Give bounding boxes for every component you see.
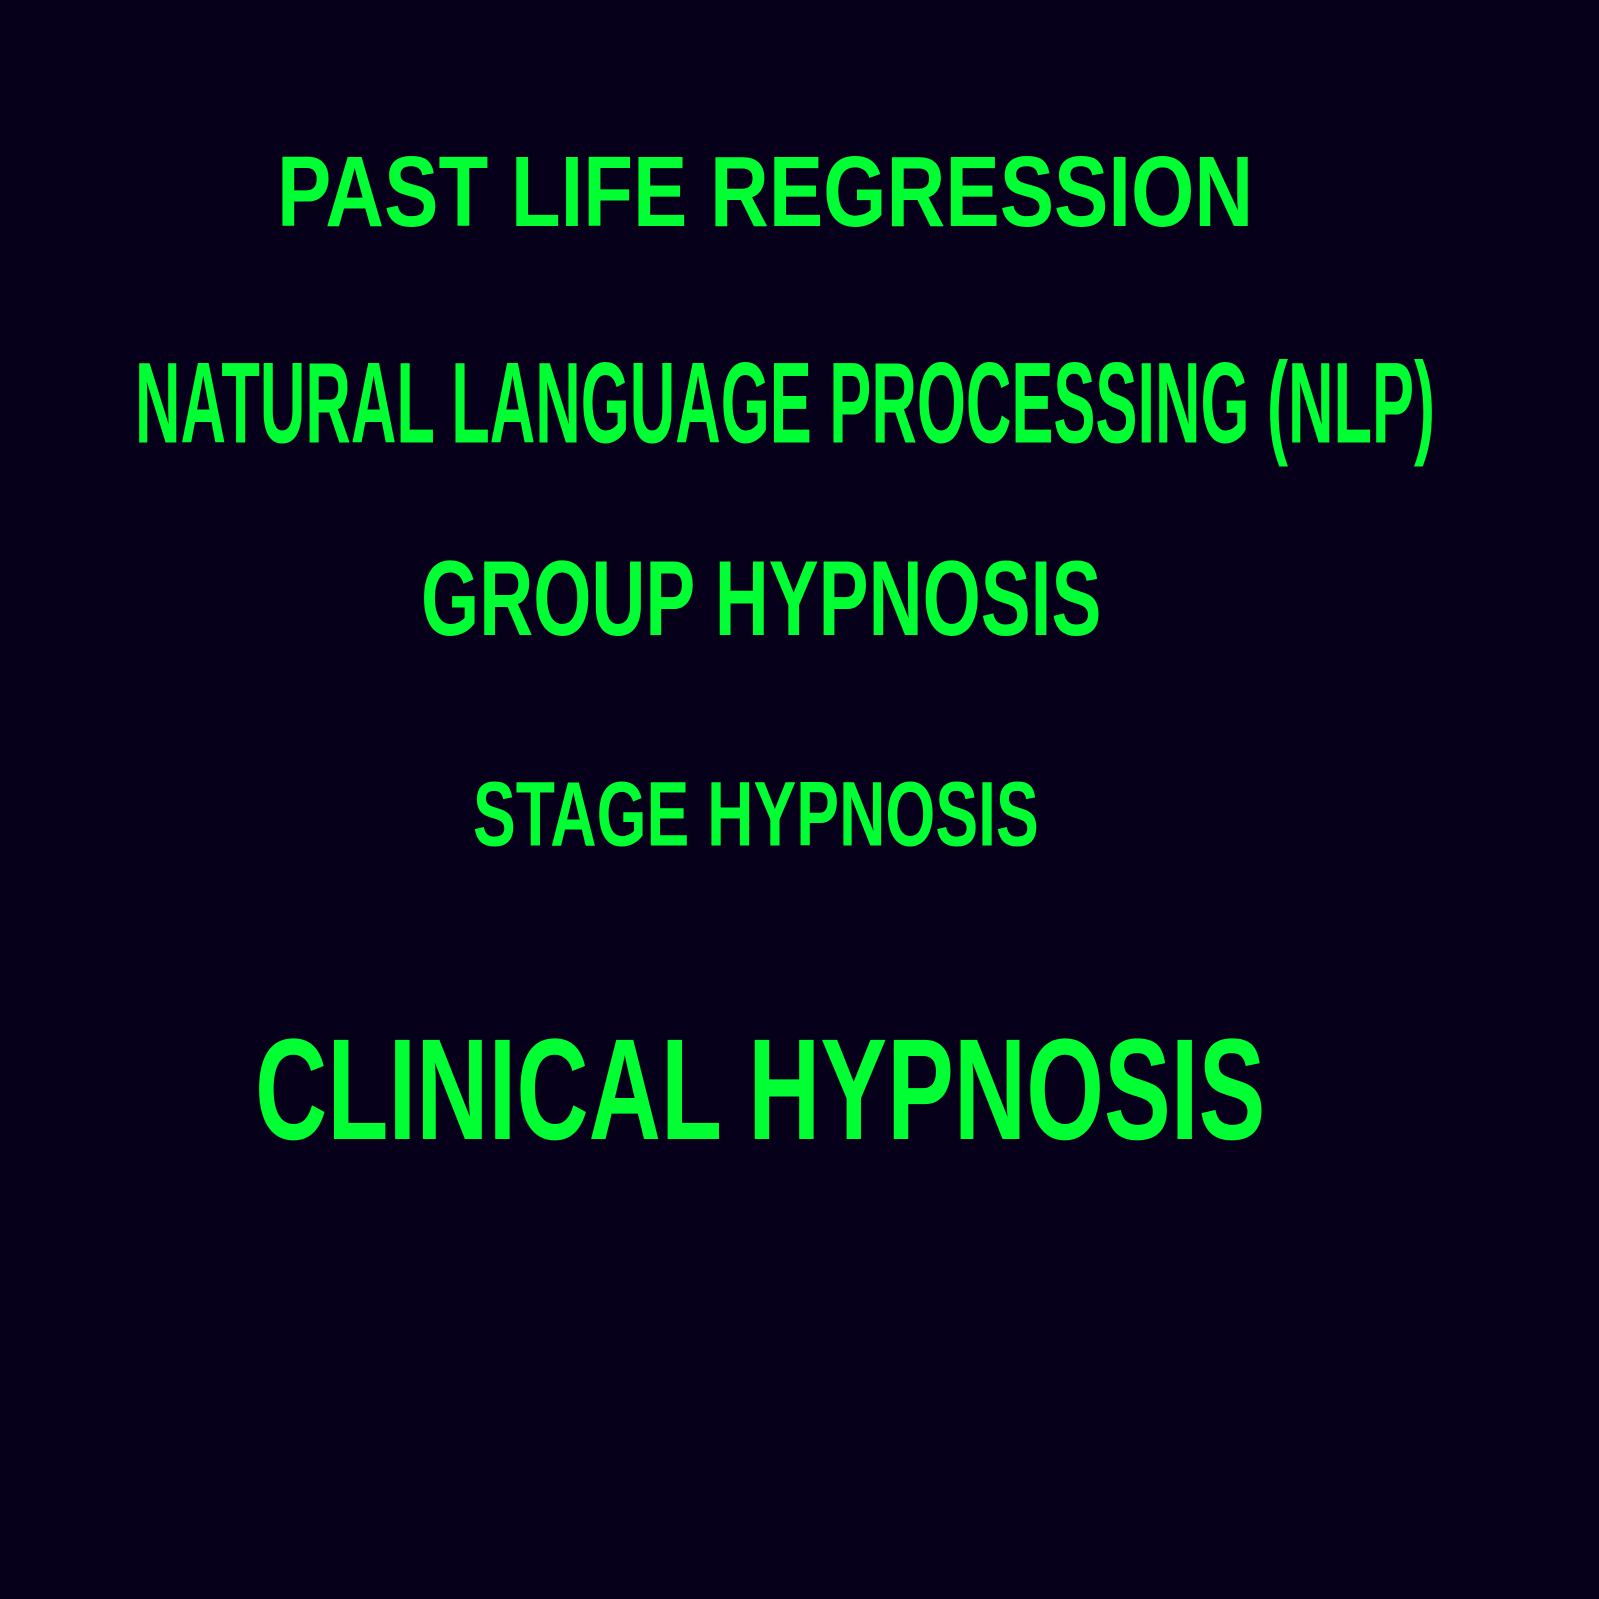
- line-past-life-regression: PAST LIFE REGRESSION: [277, 136, 1254, 248]
- line-clinical-hypnosis: CLINICAL HYPNOSIS: [255, 1009, 1266, 1171]
- line-stage-hypnosis: STAGE HYPNOSIS: [473, 762, 1039, 866]
- line-group-hypnosis: GROUP HYPNOSIS: [421, 538, 1102, 659]
- line-natural-language-processing: NATURAL LANGUAGE PROCESSING (NLP): [135, 339, 1435, 468]
